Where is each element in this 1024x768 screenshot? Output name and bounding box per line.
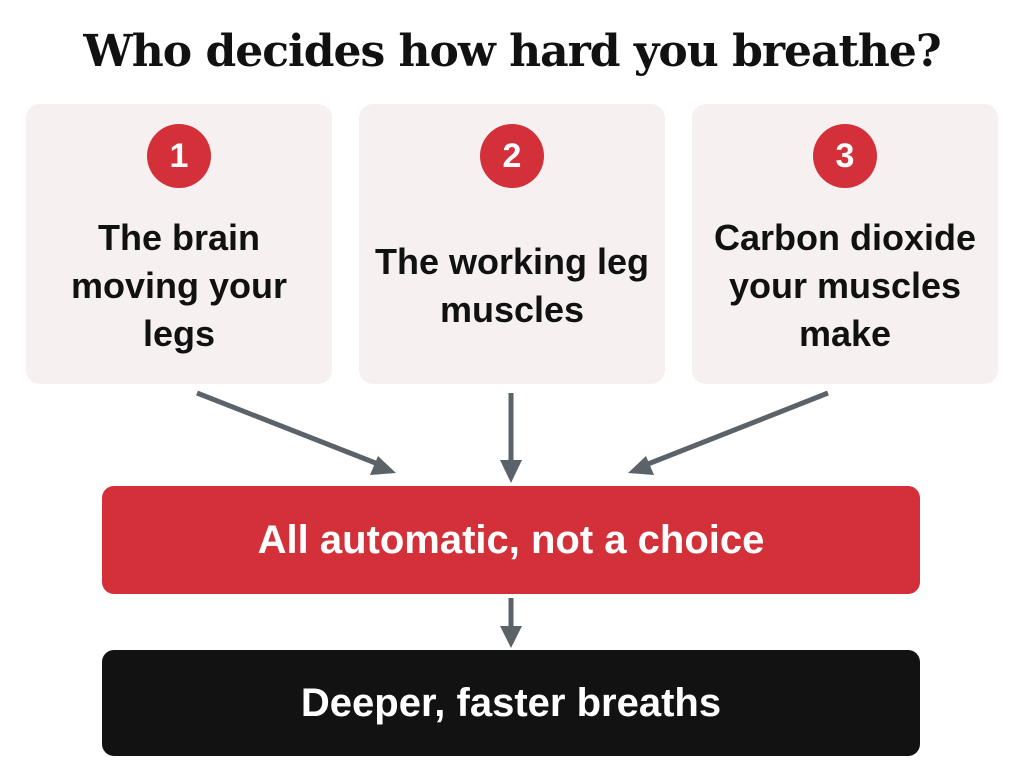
result-box: Deeper, faster breaths: [102, 650, 920, 756]
arrowhead-middle: [500, 626, 522, 648]
factor-card-co2: 3 Carbon dioxide your muscles make: [692, 104, 998, 384]
arrowhead-card3: [628, 456, 654, 475]
arrow-card3-to-middle: [647, 390, 829, 467]
factor-text-brain: The brain moving your legs: [70, 217, 288, 354]
factor-text-muscles: The working leg muscles: [374, 241, 650, 330]
factor-card-brain: 1 The brain moving your legs: [26, 104, 332, 384]
arrowhead-card2: [500, 460, 522, 483]
number-badge-2: 2: [480, 124, 544, 188]
diagram-title: Who decides how hard you breathe?: [83, 26, 941, 77]
arrowhead-card1: [370, 456, 396, 475]
number-badge-1: 1: [147, 124, 211, 188]
factor-card-muscles: 2 The working leg muscles: [359, 104, 665, 384]
factor-text-co2: Carbon dioxide your muscles make: [713, 217, 977, 354]
automatic-box: All automatic, not a choice: [102, 486, 920, 594]
arrow-card1-to-middle: [196, 390, 379, 467]
number-badge-3: 3: [813, 124, 877, 188]
